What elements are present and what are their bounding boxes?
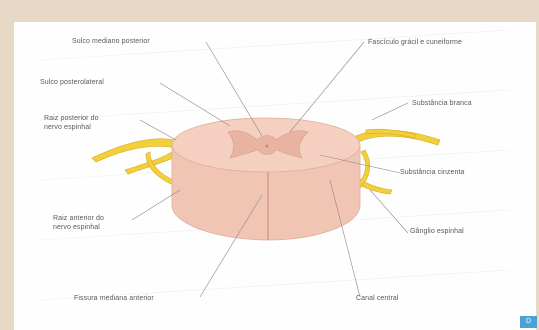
label-canal-central: Canal central: [356, 294, 399, 303]
label-gangl-espinhal: Gânglio espinhal: [410, 227, 464, 236]
label-fasciculo-gracil: Fascículo grácil e cuneiforme: [368, 38, 462, 47]
label-raiz-posterior: Raiz posterior do nervo espinhal: [44, 114, 99, 132]
label-substancia-cinzenta: Substância cinzenta: [400, 168, 465, 177]
label-fissura-mediana: Fissura mediana anterior: [74, 294, 154, 303]
corner-badge[interactable]: D: [520, 316, 537, 328]
label-raiz-anterior: Raiz anterior do nervo espinhal: [53, 214, 104, 232]
spinal-cord: [172, 118, 360, 240]
label-sulcus-posterolateral: Sulco posterolateral: [40, 78, 104, 87]
label-sulcus-medio-posterior: Sulco mediano posterior: [72, 37, 150, 46]
label-substancia-branca: Substância branca: [412, 99, 472, 108]
